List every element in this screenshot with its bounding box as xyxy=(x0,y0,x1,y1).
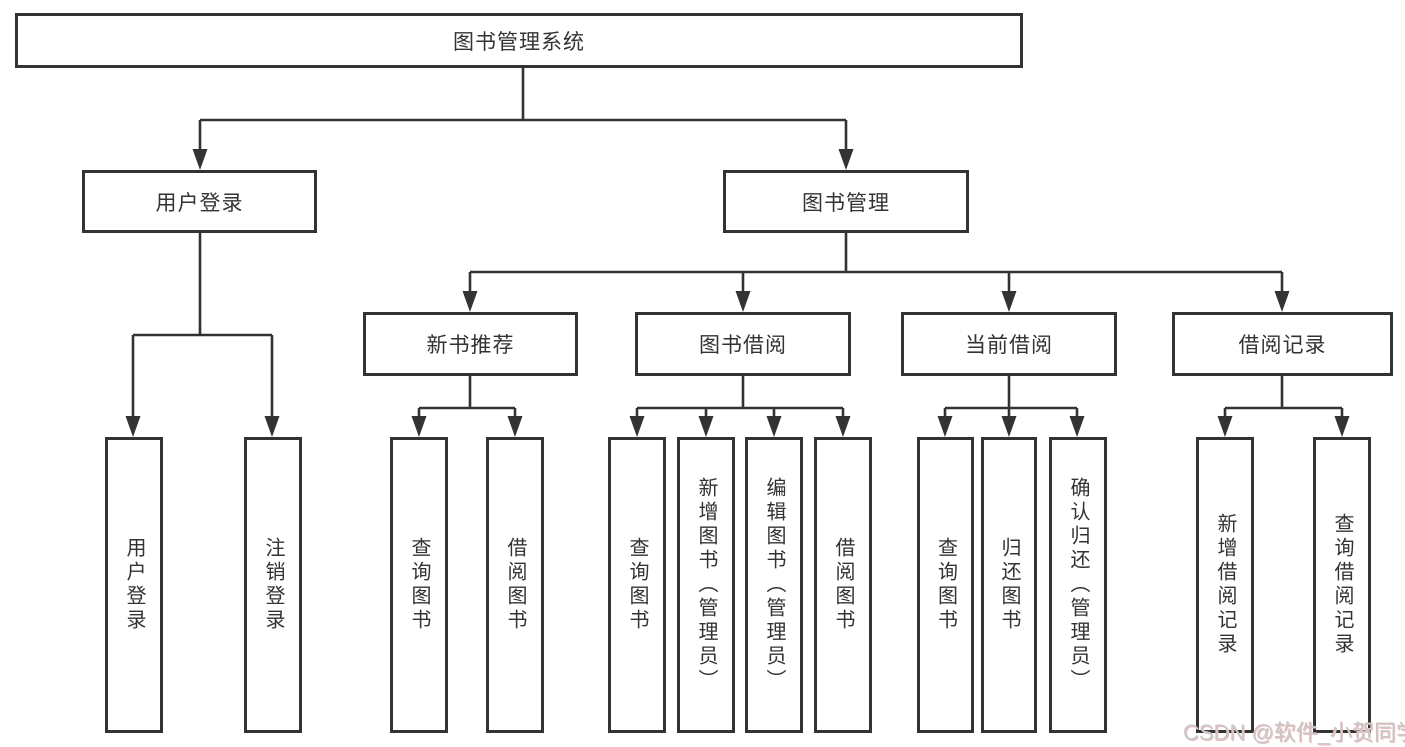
node-book-borrowing: 图书借阅 xyxy=(635,312,851,376)
node-leaf-query-books-borrow: 查询图书 xyxy=(608,437,666,733)
node-label: 借阅记录 xyxy=(1238,334,1327,357)
node-label: 用户登录 xyxy=(123,537,145,633)
node-library-management-system: 图书管理系统 xyxy=(15,13,1023,68)
node-leaf-logout: 注销登录 xyxy=(244,437,302,733)
node-label: 借阅图书 xyxy=(832,537,854,633)
node-label: 图书管理系统 xyxy=(453,30,585,54)
node-user-login: 用户登录 xyxy=(82,170,317,233)
node-label: 图书借阅 xyxy=(699,334,787,357)
node-label: 查询图书 xyxy=(934,537,957,633)
node-label: 归还图书 xyxy=(998,537,1020,633)
node-leaf-query-books-recommend: 查询图书 xyxy=(390,437,448,733)
node-label: 编辑图书（管理员） xyxy=(763,477,785,693)
node-current-borrowing: 当前借阅 xyxy=(901,312,1117,376)
node-label: 确认归还（管理员） xyxy=(1067,477,1089,693)
node-label: 用户登录 xyxy=(155,191,244,215)
node-leaf-query-books-current: 查询图书 xyxy=(917,437,974,733)
node-leaf-edit-books-admin: 编辑图书（管理员） xyxy=(745,437,803,733)
node-label: 查询图书 xyxy=(626,537,648,633)
node-label: 查询图书 xyxy=(408,537,430,633)
node-label: 图书管理 xyxy=(802,191,890,215)
node-label: 当前借阅 xyxy=(965,334,1053,357)
csdn-watermark: CSDN @软件_小贺同学 xyxy=(1183,720,1405,745)
node-new-book-recommend: 新书推荐 xyxy=(363,312,578,376)
node-leaf-query-borrow-record: 查询借阅记录 xyxy=(1313,437,1371,733)
node-label: 新增图书（管理员） xyxy=(695,477,717,693)
node-label: 新增借阅记录 xyxy=(1214,513,1236,657)
node-leaf-return-books: 归还图书 xyxy=(981,437,1037,733)
node-leaf-user-login: 用户登录 xyxy=(105,437,163,733)
node-leaf-confirm-return-admin: 确认归还（管理员） xyxy=(1049,437,1107,733)
node-book-management: 图书管理 xyxy=(723,170,969,233)
node-leaf-add-books-admin: 新增图书（管理员） xyxy=(677,437,735,733)
node-leaf-add-borrow-record: 新增借阅记录 xyxy=(1196,437,1254,733)
node-label: 借阅图书 xyxy=(504,537,526,633)
node-leaf-borrow-books: 借阅图书 xyxy=(814,437,872,733)
node-leaf-borrow-books-recommend: 借阅图书 xyxy=(486,437,544,733)
node-label: 新书推荐 xyxy=(426,334,515,357)
node-label: 注销登录 xyxy=(262,537,284,633)
node-label: 查询借阅记录 xyxy=(1331,513,1353,657)
node-borrow-records: 借阅记录 xyxy=(1172,312,1393,376)
